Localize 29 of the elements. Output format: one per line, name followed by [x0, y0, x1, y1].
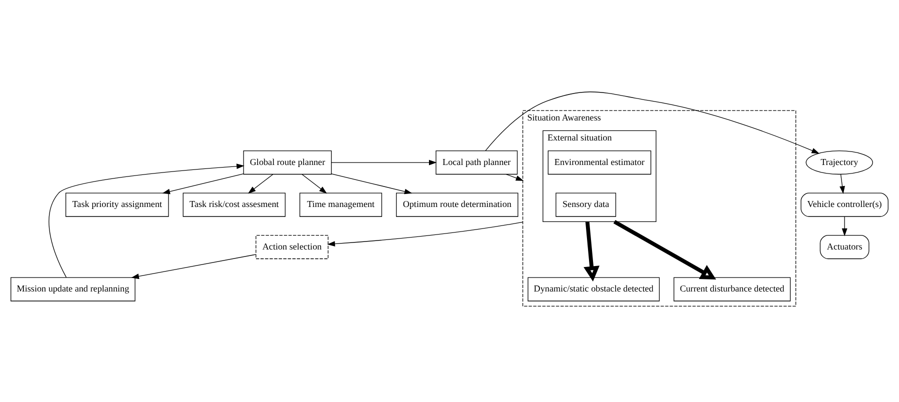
node-box: Dynamic/static obstacle detected — [528, 276, 660, 301]
arrow — [131, 254, 256, 279]
node-box: Mission update and replanning — [10, 276, 136, 301]
node-box: Optimum route determination — [396, 192, 518, 216]
arrow — [331, 159, 437, 165]
arrow — [584, 221, 600, 281]
arrow — [248, 174, 274, 194]
arrow — [48, 163, 244, 278]
arrow — [162, 172, 244, 194]
node-ellipse: Trajectory — [806, 150, 873, 174]
node-box: Sensory data — [556, 192, 616, 216]
arrow — [613, 220, 716, 280]
node-box: Current disturbance detected — [674, 276, 791, 301]
node-box: Vehicle controller(s) — [800, 192, 888, 216]
arrow — [331, 172, 412, 194]
node-box: Action selection — [256, 234, 328, 259]
arrow — [327, 221, 524, 246]
node-box: Environmental estimator — [548, 150, 652, 174]
arrow — [506, 173, 524, 180]
arrow — [302, 174, 328, 194]
arrow — [840, 174, 845, 194]
node-box: Global route planner — [243, 150, 332, 174]
arrow — [842, 216, 848, 236]
node-box: Local path planner — [436, 150, 518, 174]
arrow — [485, 91, 820, 154]
node-box: Time management — [300, 192, 382, 216]
node-box: Task risk/cost assesment — [182, 192, 286, 216]
node-box: Task priority assignment — [65, 192, 169, 216]
node-box: Actuators — [820, 234, 870, 259]
